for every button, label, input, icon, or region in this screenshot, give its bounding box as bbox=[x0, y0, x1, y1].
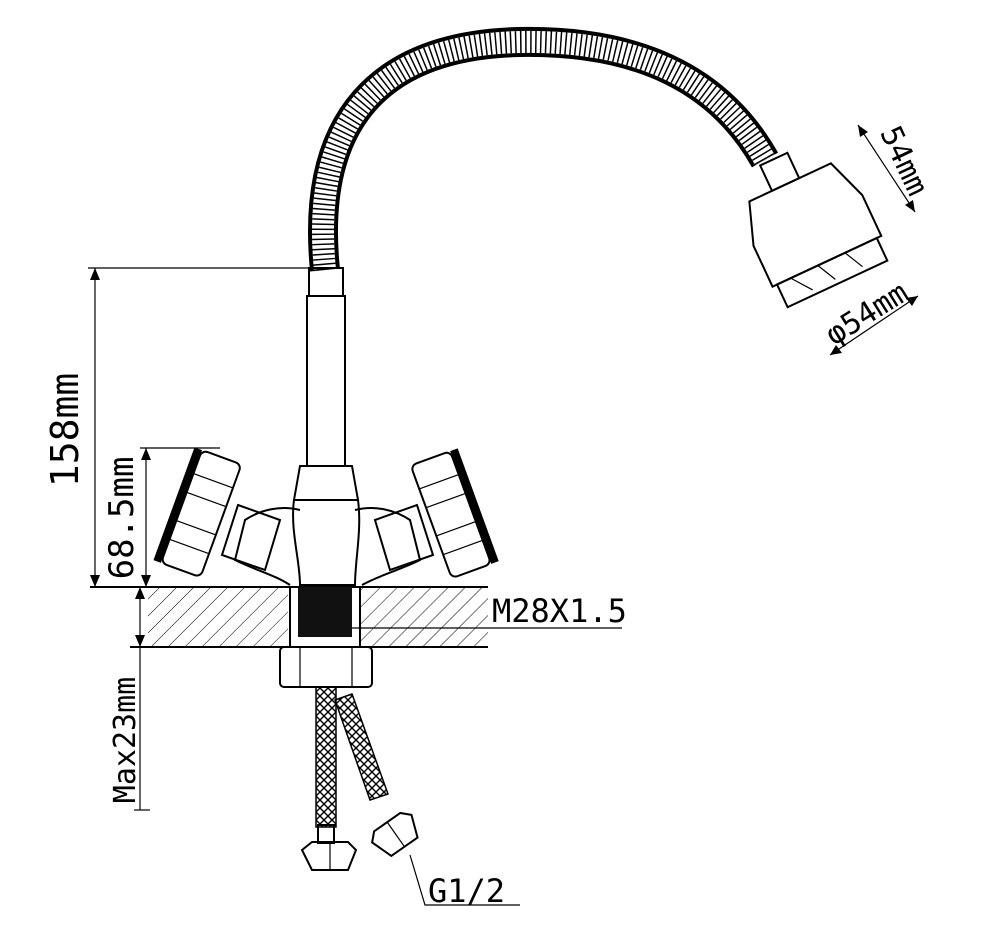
supply-hoses bbox=[300, 686, 419, 871]
g12-label: G1/2 bbox=[428, 872, 505, 910]
dim-max23mm: Max23mm bbox=[108, 647, 150, 811]
dim-head-diameter-label: φ54mm bbox=[819, 275, 914, 353]
dim-68-5mm: 68.5mm bbox=[102, 447, 220, 587]
spray-head bbox=[748, 151, 889, 309]
dim-max23mm-label: Max23mm bbox=[108, 677, 143, 803]
spout-pipe bbox=[292, 267, 360, 501]
dim-countertop bbox=[135, 587, 145, 647]
thread-label: M28X1.5 bbox=[492, 592, 627, 630]
countertop-section bbox=[90, 586, 488, 648]
thread-callout: M28X1.5 bbox=[352, 592, 627, 630]
g12-callout: G1/2 bbox=[409, 854, 520, 910]
mounting-nut bbox=[279, 646, 373, 688]
mixer-body bbox=[220, 499, 435, 586]
right-handle bbox=[411, 448, 499, 578]
dim-head-diameter: φ54mm bbox=[819, 275, 919, 356]
dim-158mm: 158mm bbox=[43, 267, 320, 587]
left-handle bbox=[153, 447, 241, 577]
flexible-spout-hose bbox=[308, 26, 779, 272]
dim-68-5mm-label: 68.5mm bbox=[102, 457, 142, 580]
dim-head-54mm: 54mm bbox=[857, 121, 935, 213]
dim-158mm-label: 158mm bbox=[43, 373, 87, 487]
